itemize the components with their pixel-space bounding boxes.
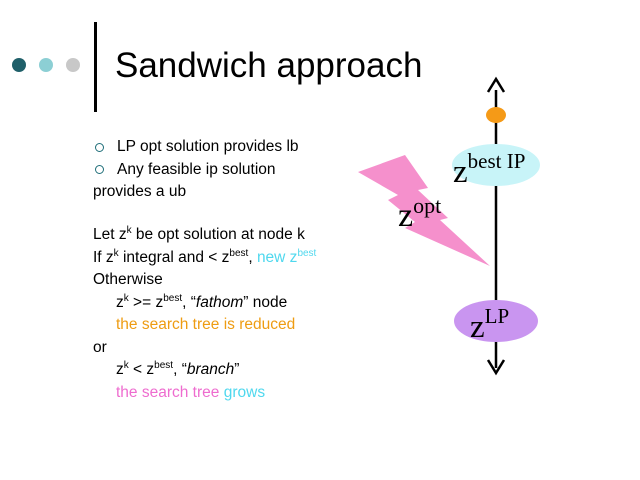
axis-up-arrow bbox=[486, 76, 506, 93]
line-if-integral: If zk integral and < zbest, new zbest bbox=[93, 247, 317, 266]
bullet-item: LP opt solution provides lb bbox=[93, 136, 299, 159]
line-tree-grows: the search tree grows bbox=[116, 383, 266, 401]
line-fathom: zk >= zbest, “fathom” node bbox=[116, 292, 288, 311]
bullet-continuation: provides a ub bbox=[93, 183, 187, 200]
body-text: Let zk be opt solution at node k If zk i… bbox=[93, 224, 316, 404]
dot-teal bbox=[39, 58, 53, 72]
bullet-item: Any feasible ip solution bbox=[93, 159, 299, 182]
line-let-zk: Let zk be opt solution at node k bbox=[93, 225, 305, 244]
dot-gray bbox=[66, 58, 80, 72]
bullet-text: LP opt solution provides lb bbox=[117, 138, 299, 155]
zlp-label: zLP bbox=[470, 304, 509, 345]
lightning-bolt bbox=[358, 155, 490, 266]
line-tree-reduced: the search tree is reduced bbox=[116, 316, 296, 333]
zlp-ellipse bbox=[454, 300, 538, 342]
dot-dark bbox=[12, 58, 26, 72]
title-divider bbox=[94, 22, 97, 112]
line-or: or bbox=[93, 338, 107, 356]
slide-title: Sandwich approach bbox=[115, 46, 423, 85]
zopt-label: zopt bbox=[398, 193, 441, 234]
bullet-list: LP opt solution provides lb Any feasible… bbox=[93, 136, 299, 204]
bullet-text: Any feasible ip solution bbox=[117, 160, 276, 178]
line-branch: zk < zbest, “branch” bbox=[116, 360, 240, 379]
axis-down-arrow bbox=[486, 359, 506, 376]
line-otherwise: Otherwise bbox=[93, 271, 163, 288]
decorative-dots bbox=[12, 58, 80, 72]
zbest-ip-label: zbest IP bbox=[453, 149, 525, 190]
bullet-icon bbox=[95, 142, 104, 152]
upper-bound-marker bbox=[486, 107, 506, 123]
bullet-icon bbox=[95, 165, 104, 175]
zbest-ip-ellipse bbox=[452, 144, 540, 186]
